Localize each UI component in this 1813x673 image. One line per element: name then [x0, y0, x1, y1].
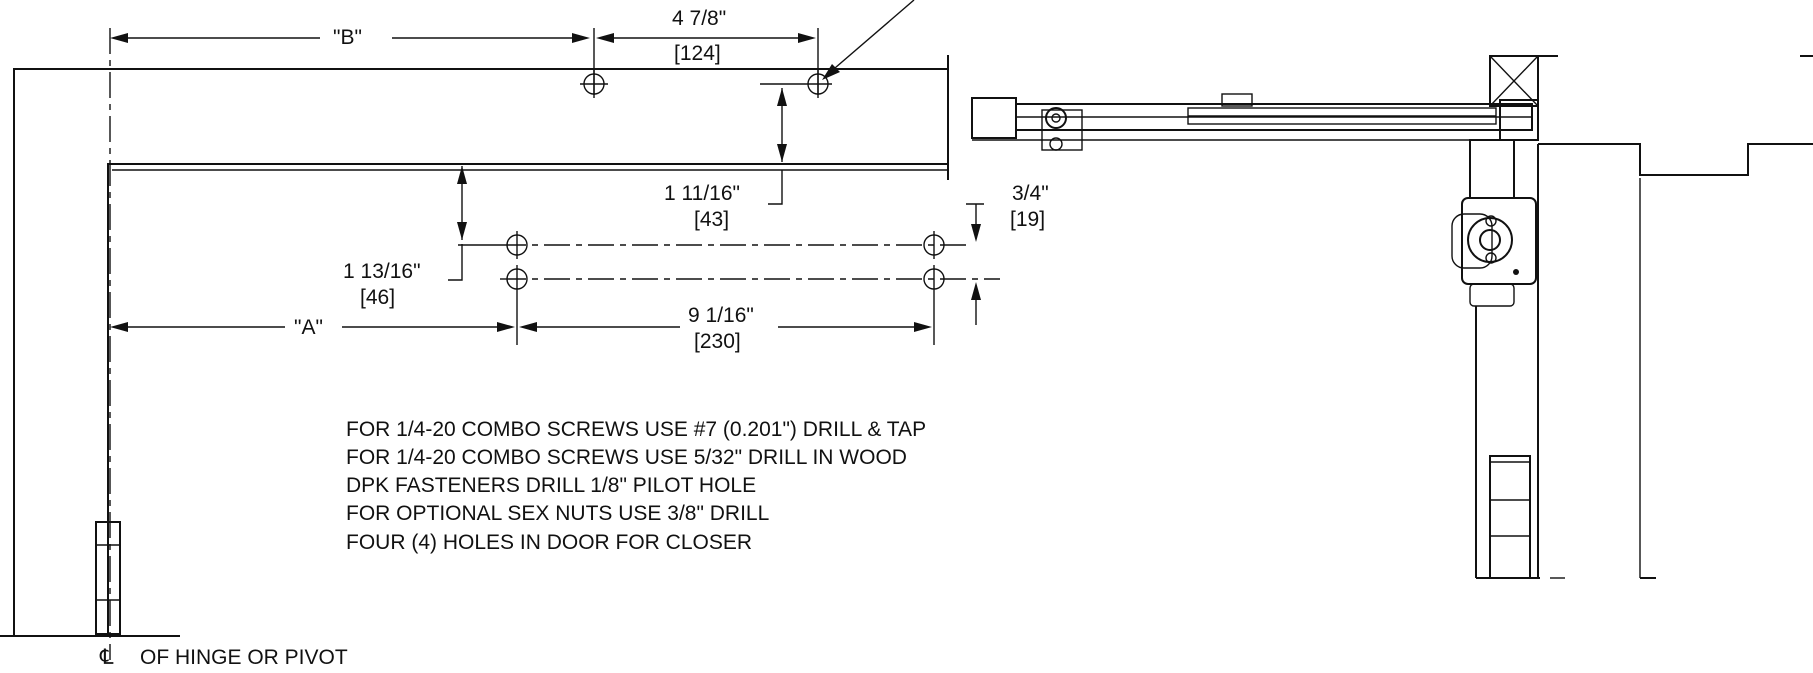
note-line: FOR OPTIONAL SEX NUTS USE 3/8" DRILL [346, 502, 769, 525]
arm-holes [580, 70, 832, 98]
dim-top-in: 4 7/8" [672, 7, 726, 30]
dimension-b: "B" [110, 26, 590, 49]
leader-arrow [822, 0, 915, 80]
centerline-caption: ℄ OF HINGE OR PIVOT [99, 646, 348, 669]
dim-arm-in: 1 11/16" [664, 182, 740, 205]
dim-b-label: "B" [333, 26, 362, 49]
hinge [95, 521, 121, 635]
dim-a-label: "A" [294, 316, 323, 339]
note-line: FOR 1/4-20 COMBO SCREWS USE #7 (0.201") … [346, 418, 926, 441]
dim-gap-mm: [19] [1010, 208, 1045, 231]
frame-outline [0, 55, 949, 637]
closer-side-view [971, 55, 1813, 579]
door-holes [500, 231, 1000, 345]
dim-frame-in: 1 13/16" [343, 260, 421, 283]
note-line: FOR 1/4-20 COMBO SCREWS USE 5/32" DRILL … [346, 446, 907, 469]
centerline-symbol: ℄ [99, 646, 114, 669]
dimension-top-spacing: 4 7/8" [124] [593, 7, 819, 95]
dim-gap-in: 3/4" [1012, 182, 1049, 205]
installation-notes: FOR 1/4-20 COMBO SCREWS USE #7 (0.201") … [346, 418, 926, 554]
note-line: FOUR (4) HOLES IN DOOR FOR CLOSER [346, 531, 752, 554]
dimension-arm-offset: 1 11/16" [43] [664, 88, 787, 231]
dim-frame-mm: [46] [360, 286, 395, 309]
dim-top-mm: [124] [674, 42, 721, 65]
dim-arm-mm: [43] [694, 208, 729, 231]
centerline-label: OF HINGE OR PIVOT [140, 646, 348, 669]
dim-span-in: 9 1/16" [688, 304, 754, 327]
dimension-frame-offset: 1 13/16" [46] [343, 166, 500, 309]
dimension-hole-gap: 3/4" [19] [966, 182, 1049, 325]
note-line: DPK FASTENERS DRILL 1/8" PILOT HOLE [346, 474, 756, 497]
dimension-hole-span: 9 1/16" [230] [519, 304, 932, 353]
dimension-a: "A" [110, 316, 515, 339]
dim-span-mm: [230] [694, 330, 741, 353]
